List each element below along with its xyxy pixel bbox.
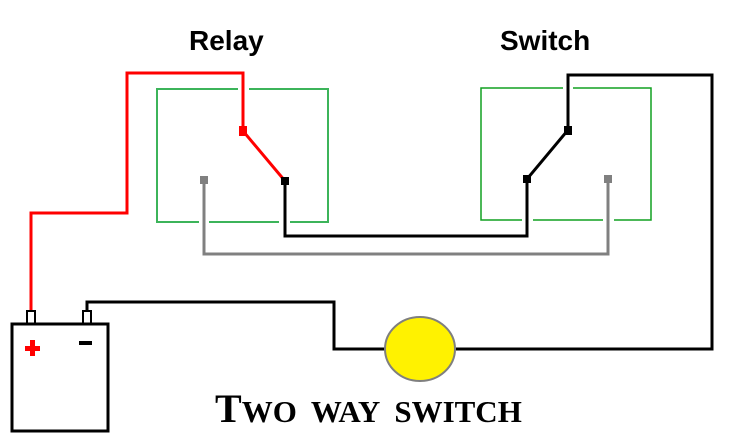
- battery: [10, 310, 110, 433]
- negative-wire-switch-to-lamp: [283, 73, 714, 351]
- title-letter-s: S: [394, 394, 411, 429]
- battery-positive-terminal: [26, 310, 36, 325]
- switch-box-right-segment: [573, 87, 652, 221]
- negative-wire-lamp-to-battery: [85, 300, 385, 351]
- switch-label: Switch: [500, 25, 590, 56]
- title-word-way: WAY: [311, 394, 381, 429]
- switch-box: [480, 87, 652, 221]
- relay-no-terminal: [281, 177, 289, 185]
- diagram-title: TWO WAY SWITCH: [215, 386, 522, 431]
- switch-box-left-segment: [480, 87, 563, 221]
- relay-box-left-segment: [156, 88, 238, 223]
- title-letter-t: T: [215, 386, 242, 431]
- switch-terminal-left: [523, 175, 531, 183]
- switch-terminal-right: [604, 175, 612, 183]
- relay-nc-terminal: [200, 176, 208, 184]
- title-word-two-rest: WO: [242, 394, 297, 429]
- minus-icon: [79, 341, 92, 345]
- title-word-switch-rest: WITCH: [412, 394, 522, 429]
- switch-common-terminal: [564, 126, 572, 135]
- battery-body: [10, 322, 110, 433]
- plus-icon: [25, 340, 40, 356]
- relay-label: Relay: [189, 25, 264, 56]
- traveler-wire-gray: [202, 179, 610, 256]
- relay-box: [156, 88, 329, 223]
- relay-box-right-segment: [249, 88, 329, 223]
- lamp-bulb: [384, 316, 456, 382]
- battery-negative-terminal: [82, 310, 92, 325]
- relay-common-terminal: [239, 126, 247, 136]
